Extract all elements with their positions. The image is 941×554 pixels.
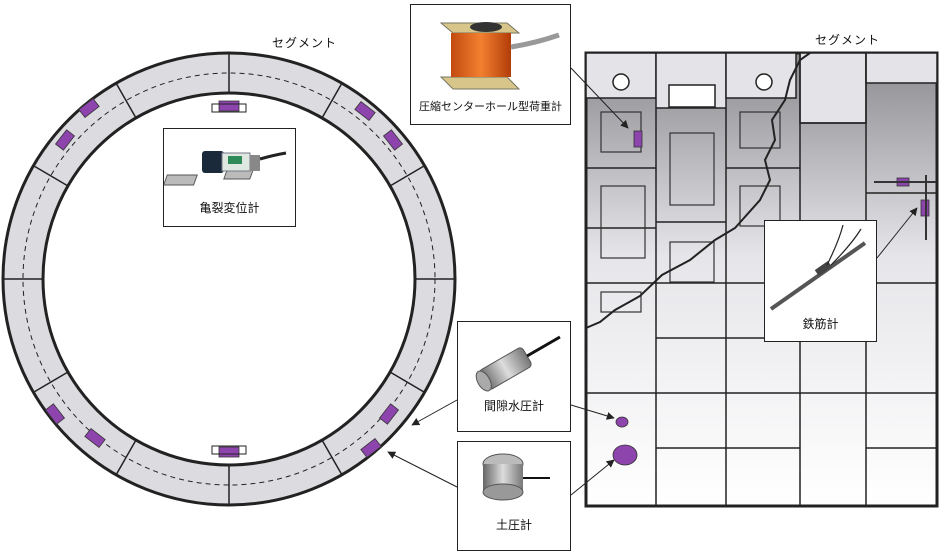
joint-brackets (211, 103, 247, 455)
crack-gauge-label: 亀裂変位計 (199, 201, 260, 215)
rebar-gauge-label: 鉄筋計 (802, 317, 839, 331)
pore-pressure-callout: 間隙水圧計 (457, 321, 571, 432)
earth-pressure-callout: 土圧計 (457, 441, 571, 551)
load-cell-label: 圧縮センターホール型荷重計 (419, 100, 562, 113)
ring-sensors (44, 97, 404, 459)
load-cell-icon (439, 22, 560, 90)
segment-label-right: セグメント (815, 33, 881, 47)
segment-label-left: セグメント (272, 36, 338, 50)
crack-gauge-callout: 亀裂変位計 (163, 128, 296, 227)
earth-pressure-label: 土圧計 (495, 518, 532, 532)
crack-gauge-icon (164, 151, 287, 186)
pore-pressure-icon (475, 335, 561, 392)
leader-arrows (387, 67, 918, 496)
rebar-gauge-icon (769, 224, 867, 311)
load-cell-callout: 圧縮センターホール型荷重計 (410, 4, 571, 125)
segment-plan (584, 51, 939, 508)
pore-pressure-label: 間隙水圧計 (483, 399, 544, 413)
rebar-gauge-callout: 鉄筋計 (764, 220, 877, 342)
earth-pressure-icon (482, 453, 550, 501)
segment-ring (1, 51, 457, 507)
segment-joints (3, 53, 455, 505)
